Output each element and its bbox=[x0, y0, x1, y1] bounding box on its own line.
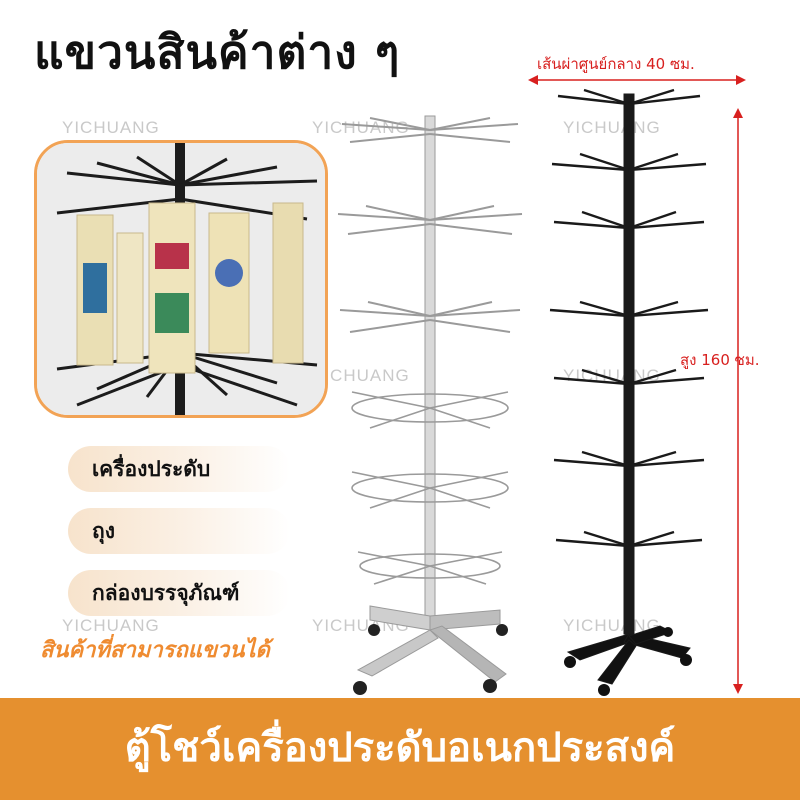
banner-title: ตู้โชว์เครื่องประดับอเนกประสงค์ bbox=[124, 725, 676, 771]
watermark: YICHUANG bbox=[62, 616, 160, 635]
height-label: สูง 160 ซม. bbox=[680, 351, 760, 369]
watermark: YICHUANG bbox=[312, 118, 410, 137]
watermark: YICHUANG bbox=[563, 118, 661, 137]
closeup-rack-illustration bbox=[37, 143, 325, 415]
silver-rotating-rack bbox=[337, 115, 523, 695]
black-rotating-rack bbox=[549, 88, 709, 696]
bottom-banner bbox=[0, 698, 800, 800]
watermark: YICHUANG bbox=[563, 616, 661, 635]
watermark: YICHUANG bbox=[62, 118, 160, 137]
product-type-packaging: กล่องบรรจุภัณฑ์ bbox=[68, 570, 290, 616]
height-arrow-icon bbox=[733, 108, 743, 694]
watermark: YICHUANG bbox=[312, 366, 410, 385]
hangable-items-caption: สินค้าที่สามารถแขวนได้ bbox=[40, 638, 270, 663]
product-type-bags: ถุง bbox=[68, 508, 290, 554]
closeup-photo bbox=[34, 140, 328, 418]
headline: แขวนสินค้าต่าง ๆ bbox=[34, 25, 401, 79]
product-type-jewelry: เครื่องประดับ bbox=[68, 446, 290, 492]
diameter-label: เส้นผ่าศูนย์กลาง 40 ซม. bbox=[537, 55, 695, 73]
diameter-arrow-icon bbox=[528, 75, 746, 85]
